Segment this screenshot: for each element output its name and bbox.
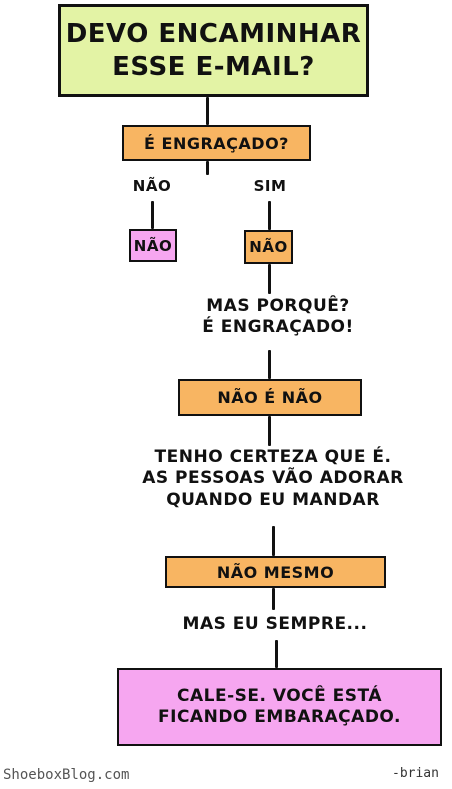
connector-answer2-argument3	[272, 588, 275, 610]
final-text: CALE-SE. VOCÊ ESTÁ FICANDO EMBARAÇADO.	[158, 685, 401, 727]
branch-yes-label: SIM	[253, 177, 287, 195]
connector-argument3-final	[275, 640, 278, 668]
argument-text-1: MAS PORQUÊ? É ENGRAÇADO!	[202, 296, 354, 338]
connector-yes-box-argument1	[268, 264, 271, 294]
argument-text-2: TENHO CERTEZA QUE É. AS PESSOAS VÃO ADOR…	[142, 447, 404, 510]
branch-no-box: NÃO	[129, 229, 177, 262]
footer-site: ShoeboxBlog.com	[3, 767, 130, 783]
footer-author: -brian	[392, 766, 439, 781]
branch-yes-box: NÃO	[244, 230, 293, 264]
connector-argument1-answer1	[268, 350, 271, 379]
answer-text-2: NÃO MESMO	[216, 562, 335, 582]
connector-answer1-argument2	[268, 416, 271, 446]
argument-text-3: MAS EU SEMPRE...	[182, 614, 368, 634]
branch-no-box-text: NÃO	[133, 236, 173, 255]
branch-no-label: NÃO	[132, 177, 172, 195]
question-text: É ENGRAÇADO?	[144, 133, 289, 153]
title-box: DEVO ENCAMINHAR ESSE E-MAIL?	[58, 4, 369, 97]
answer-box-2: NÃO MESMO	[165, 556, 386, 588]
connector-q1-down	[206, 161, 209, 175]
title-text: DEVO ENCAMINHAR ESSE E-MAIL?	[65, 19, 362, 82]
answer-text-1: NÃO É NÃO	[217, 388, 323, 407]
question-box-is-funny: É ENGRAÇADO?	[122, 125, 311, 161]
branch-yes-box-text: NÃO	[249, 238, 288, 256]
answer-box-1: NÃO É NÃO	[178, 379, 362, 416]
connector-argument2-answer2	[272, 526, 275, 556]
connector-no-label-box	[151, 201, 154, 229]
connector-title-q1	[206, 97, 209, 125]
connector-yes-label-box	[268, 201, 271, 230]
final-box: CALE-SE. VOCÊ ESTÁ FICANDO EMBARAÇADO.	[117, 668, 442, 746]
